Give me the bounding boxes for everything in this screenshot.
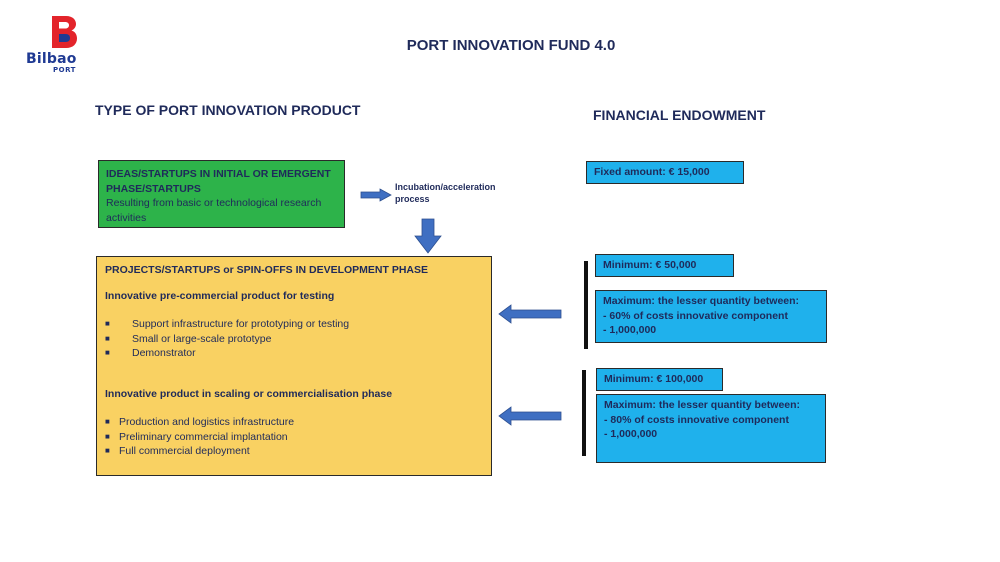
left-arrow-testing-icon <box>498 304 562 324</box>
incubation-arrow-icon <box>360 188 392 202</box>
list-item: ■Full commercial deployment <box>105 445 250 457</box>
ideas-box-title: IDEAS/STARTUPS IN INITIAL OR EMERGENT PH… <box>106 168 331 195</box>
testing-section-title: Innovative pre-commercial product for te… <box>105 289 335 302</box>
scaling-maximum-line2: - 1,000,000 <box>604 428 658 440</box>
list-item: ■Support infrastructure for prototyping … <box>105 318 350 330</box>
financial-endowment-heading: FINANCIAL ENDOWMENT <box>593 107 766 123</box>
scaling-maximum-line1: - 80% of costs innovative component <box>604 413 789 426</box>
list-item: ■Demonstrator <box>105 347 196 359</box>
list-item: ■Production and logistics infrastructure <box>105 416 295 428</box>
bilbao-port-logo-icon <box>52 16 77 48</box>
scaling-maximum-title: Maximum: the lesser quantity between: <box>604 399 801 411</box>
logo-wordmark: Bilbao <box>26 51 77 67</box>
testing-bracket-bar <box>584 261 588 349</box>
scaling-section-title: Innovative product in scaling or commerc… <box>105 387 393 400</box>
page-title: PORT INNOVATION FUND 4.0 <box>406 37 616 54</box>
testing-maximum-title: Maximum: the lesser quantity between: <box>603 295 800 307</box>
list-item: ■Small or large-scale prototype <box>105 332 272 345</box>
fixed-amount-text: Fixed amount: € 15,000 <box>594 166 710 178</box>
product-type-heading: TYPE OF PORT INNOVATION PRODUCT <box>95 102 361 118</box>
ideas-box-description: Resulting from basic or technological re… <box>106 197 322 224</box>
scaling-maximum-box: Maximum: the lesser quantity between: - … <box>596 394 826 463</box>
testing-minimum-box: Minimum: € 50,000 <box>595 254 734 277</box>
incubation-label-line1: Incubation/acceleration <box>395 182 496 192</box>
incubation-label: Incubation/acceleration process <box>395 181 496 205</box>
incubation-label-line2: process <box>395 194 430 204</box>
list-item: ■Preliminary commercial implantation <box>105 430 288 443</box>
testing-maximum-box: Maximum: the lesser quantity between: - … <box>595 290 827 343</box>
scaling-minimum-text: Minimum: € 100,000 <box>604 373 704 385</box>
scaling-minimum-box: Minimum: € 100,000 <box>596 368 723 391</box>
testing-maximum-line1: - 60% of costs innovative component <box>603 309 788 322</box>
logo-subtitle: PORT <box>53 66 76 74</box>
testing-maximum-line2: - 1,000,000 <box>603 324 657 336</box>
testing-minimum-text: Minimum: € 50,000 <box>603 259 697 271</box>
projects-box-title: PROJECTS/STARTUPS or SPIN-OFFS IN DEVELO… <box>105 264 429 276</box>
down-arrow-icon <box>414 218 442 254</box>
fixed-amount-box: Fixed amount: € 15,000 <box>586 161 744 184</box>
testing-items-list: ■Support infrastructure for prototyping … <box>105 317 483 361</box>
left-arrow-scaling-icon <box>498 406 562 426</box>
scaling-items-list: ■Production and logistics infrastructure… <box>105 415 483 459</box>
projects-development-box: PROJECTS/STARTUPS or SPIN-OFFS IN DEVELO… <box>96 256 492 476</box>
scaling-bracket-bar <box>582 370 586 456</box>
ideas-startups-box: IDEAS/STARTUPS IN INITIAL OR EMERGENT PH… <box>98 160 345 228</box>
